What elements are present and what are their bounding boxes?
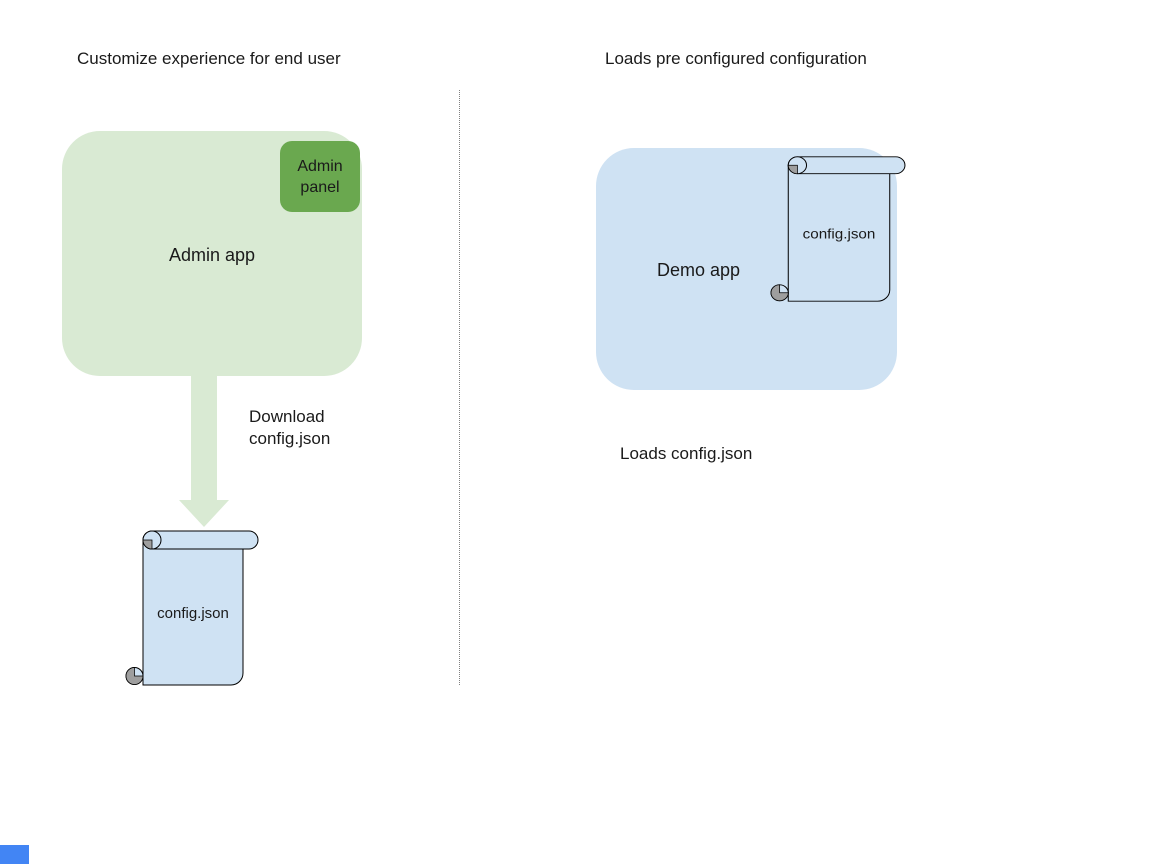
download-config-caption: Download config.json — [249, 407, 331, 448]
right-panel-title: Loads pre configured configuration — [605, 49, 867, 68]
demo-app-label: Demo app — [657, 260, 741, 280]
loads-config-caption: Loads config.json — [620, 444, 753, 463]
config-json-scroll-right: config.json — [770, 156, 906, 302]
left-panel-title: Customize experience for end user — [77, 49, 341, 68]
scroll-label: config.json — [803, 227, 876, 242]
admin-panel-badge: Admin panel — [280, 141, 360, 212]
admin-panel-badge-label: Admin panel — [297, 157, 343, 196]
scroll-top-curl-shade — [142, 539, 153, 550]
config-json-scroll-left: config.json — [125, 530, 259, 686]
scroll-bottom-curl-shade — [125, 667, 144, 685]
corner-blue-fragment — [0, 845, 29, 864]
scroll-bottom-curl-shade — [770, 284, 789, 302]
scroll-body — [142, 539, 244, 686]
scroll-top-curl-shade — [787, 164, 798, 175]
panel-divider — [459, 90, 460, 685]
download-arrow-icon — [179, 376, 229, 527]
admin-app-box: Admin app Admin panel — [62, 131, 362, 376]
scroll-label: config.json — [157, 605, 229, 622]
admin-app-label: Admin app — [168, 245, 256, 265]
scroll-body — [787, 164, 891, 302]
